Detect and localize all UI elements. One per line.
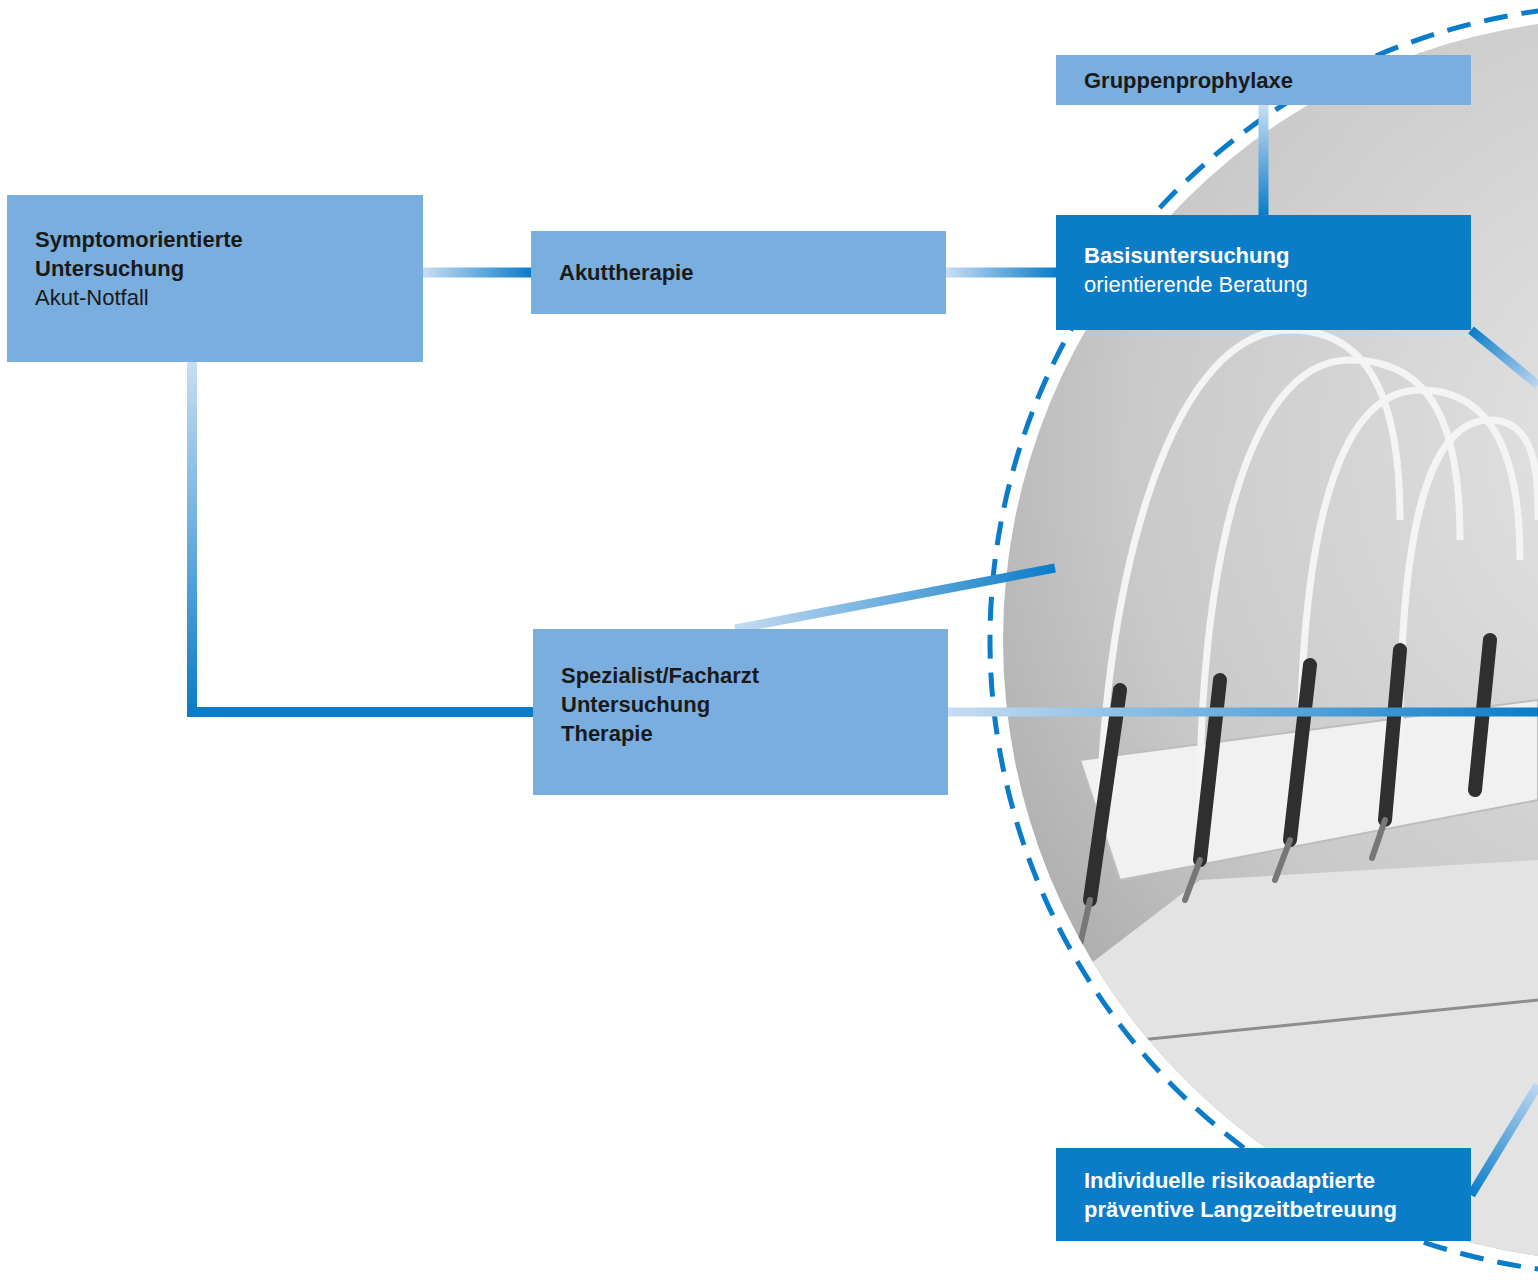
process-box: Gruppenprophylaxe: [1056, 55, 1471, 105]
hoses: [1100, 330, 1538, 830]
process-box: Akuttherapie: [531, 231, 946, 314]
connector-line: [946, 268, 1056, 278]
photo-circle: [990, 5, 1538, 1280]
box-subtext: orientierende Beratung: [1084, 270, 1447, 299]
connector-line: [192, 362, 533, 712]
dashed-ring: [990, 5, 1538, 1275]
connector-line: [1259, 105, 1269, 215]
box-heading: Akuttherapie: [559, 258, 922, 287]
burs: [1080, 820, 1385, 945]
side-line: [1471, 1085, 1538, 1195]
box-heading: Basisuntersuchung: [1084, 241, 1447, 270]
process-box: Individuelle risikoadaptierte präventive…: [1056, 1148, 1471, 1241]
unit-base: [1030, 860, 1538, 1280]
connector-line: [423, 268, 531, 278]
side-line: [1471, 330, 1538, 385]
side-line: [948, 708, 1538, 717]
process-box: Spezialist/Facharzt Untersuchung Therapi…: [533, 629, 948, 795]
handpieces: [1090, 640, 1490, 900]
process-box: Basisuntersuchungorientierende Beratung: [1056, 215, 1471, 330]
process-box: Symptomorientierte UntersuchungAkut-Notf…: [7, 195, 423, 362]
box-heading: Symptomorientierte Untersuchung: [35, 225, 325, 283]
side-line: [735, 568, 1055, 629]
box-heading: Gruppenprophylaxe: [1084, 66, 1447, 95]
instruments: [1030, 330, 1538, 1280]
box-heading: Individuelle risikoadaptierte präventive…: [1084, 1166, 1424, 1224]
box-subtext: Akut-Notfall: [35, 283, 325, 312]
box-heading: Spezialist/Facharzt Untersuchung Therapi…: [561, 661, 801, 748]
tray-edge: [1090, 1000, 1538, 1040]
